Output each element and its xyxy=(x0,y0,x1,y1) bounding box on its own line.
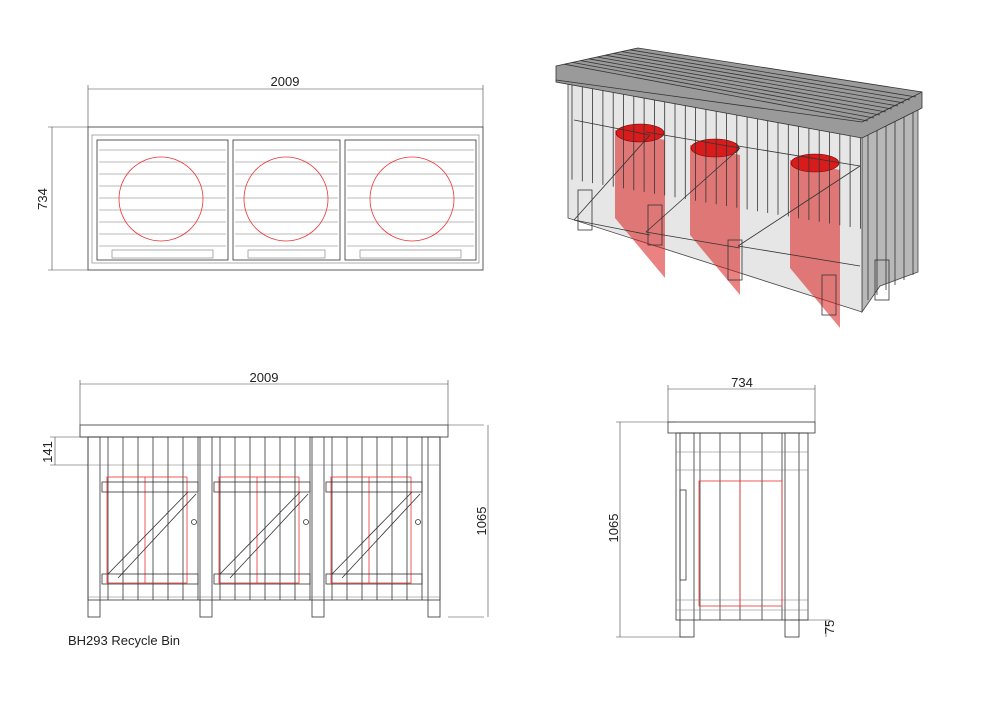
ledge xyxy=(213,481,311,493)
bin-outline xyxy=(218,476,300,584)
ledge xyxy=(325,573,423,585)
ledge xyxy=(325,481,423,493)
bin-lid xyxy=(690,138,740,158)
front-width-dimension: 2009 xyxy=(250,370,279,385)
brace xyxy=(219,491,301,575)
bin-body xyxy=(615,130,665,278)
side-roof xyxy=(667,421,816,434)
bin-outline xyxy=(330,476,412,584)
brace xyxy=(117,493,197,579)
door-brace xyxy=(573,134,651,221)
door-knob xyxy=(303,519,309,525)
bin-outline xyxy=(698,480,783,607)
bay-sill xyxy=(359,249,462,259)
bin-circle xyxy=(118,156,204,242)
roof-plank xyxy=(613,53,905,104)
roof-plank xyxy=(580,60,881,116)
leg-post xyxy=(577,189,593,231)
bay-outline xyxy=(344,139,477,261)
front-leg-post xyxy=(311,436,325,618)
bin-body xyxy=(690,145,740,295)
front-leg-post xyxy=(427,436,441,618)
brace xyxy=(331,491,413,575)
side-leg xyxy=(784,432,800,638)
front-view xyxy=(50,380,489,618)
roof-plank xyxy=(564,63,869,122)
bin-outline xyxy=(106,476,188,584)
bin-circle xyxy=(243,156,329,242)
top-depth-dimension: 734 xyxy=(35,188,50,210)
bin-lid xyxy=(790,153,840,173)
bay-outline xyxy=(232,139,341,261)
hinge xyxy=(679,489,687,581)
roof-plank xyxy=(572,62,875,119)
bay-sill xyxy=(111,249,214,259)
side-body xyxy=(675,432,809,621)
side-leg xyxy=(679,432,695,638)
ledge xyxy=(101,481,199,493)
bay-outline xyxy=(96,139,229,261)
door-knob xyxy=(415,519,421,525)
leg-post xyxy=(727,239,743,281)
front-leg-post xyxy=(199,436,213,618)
bin-circle xyxy=(369,156,455,242)
door-ledge xyxy=(737,245,861,267)
leg-height-dimension: 75 xyxy=(822,620,837,634)
roof-plank xyxy=(605,54,899,107)
roof-height-dimension: 141 xyxy=(40,441,55,463)
ledge xyxy=(213,573,311,585)
leg-post xyxy=(874,259,890,301)
door-ledge xyxy=(737,145,861,167)
roof-plank xyxy=(588,58,887,113)
door-brace xyxy=(737,165,861,247)
side-height-dimension: 1065 xyxy=(606,514,621,543)
roof-slab xyxy=(79,424,449,438)
bin-body xyxy=(790,160,840,328)
top-width-dimension: 2009 xyxy=(271,74,300,89)
front-leg-post xyxy=(87,436,101,618)
top-inner xyxy=(91,134,480,264)
brace xyxy=(107,491,189,575)
brace xyxy=(341,493,421,579)
drawing-caption: BH293 Recycle Bin xyxy=(68,633,180,648)
front-height-dimension: 1065 xyxy=(474,507,489,536)
brace xyxy=(229,493,309,579)
roof-plank xyxy=(629,49,917,98)
roof-edge xyxy=(861,91,923,123)
bay-sill xyxy=(247,249,326,259)
door-ledge xyxy=(573,119,651,136)
door-ledge xyxy=(573,219,651,236)
leg-post xyxy=(821,274,837,316)
ledge xyxy=(101,573,199,585)
door-knob xyxy=(191,519,197,525)
top-view xyxy=(48,85,484,271)
roof-edge xyxy=(555,79,863,123)
roof-plank xyxy=(621,51,911,101)
side-width-dimension: 734 xyxy=(731,375,753,390)
front-body xyxy=(87,436,441,601)
leg-post xyxy=(647,204,663,246)
isometric-view xyxy=(555,47,923,328)
top-outline xyxy=(87,126,484,271)
roof-plank xyxy=(596,56,893,110)
door-ledge xyxy=(645,131,741,149)
side-view xyxy=(616,385,830,638)
